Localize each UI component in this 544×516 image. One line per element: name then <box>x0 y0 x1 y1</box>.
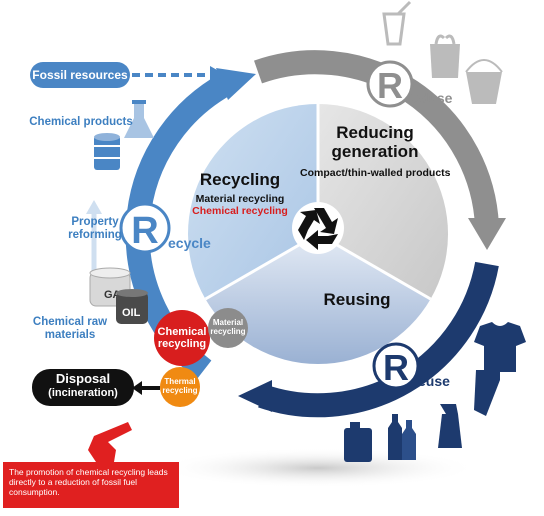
reuse-badge: R euse <box>372 342 450 390</box>
pants-icon <box>474 370 500 416</box>
bottles-icon <box>388 414 416 460</box>
disposal-box: Disposal (incineration) <box>32 369 134 406</box>
pointing-hand-icon <box>88 422 132 462</box>
floor-shadow <box>158 448 478 488</box>
svg-text:R: R <box>131 210 158 252</box>
recycling-sector <box>187 104 318 299</box>
recycling-text: Recycling Material recycling Chemical re… <box>192 170 288 217</box>
tshirt-icon <box>474 322 526 372</box>
svg-text:R: R <box>383 347 409 388</box>
fossil-resources-label: Fossil resources <box>30 62 130 88</box>
jerry-can-icon <box>344 422 372 462</box>
promotion-note: The promotion of chemical recycling lead… <box>3 462 179 508</box>
beaker-icon <box>124 100 154 138</box>
svg-text:OIL: OIL <box>122 307 141 319</box>
recycle-icon <box>292 202 344 254</box>
svg-text:ecycle: ecycle <box>168 235 211 251</box>
chemical-products-label: Chemical products <box>29 116 133 128</box>
reusing-text: Reusing <box>323 290 391 309</box>
recycle-arrowhead <box>216 68 256 100</box>
oil-tank-icon: OIL <box>116 289 148 324</box>
oil-drum-icon <box>94 133 120 170</box>
reuse-arrowhead <box>238 380 272 412</box>
spray-bottle-icon <box>438 404 462 448</box>
plastic-bag-icon <box>430 34 460 78</box>
bucket-icon <box>465 59 503 104</box>
svg-text:euse: euse <box>418 373 450 389</box>
chemical-raw-materials-label: Chemical raw materials <box>32 316 108 342</box>
reducing-sector <box>318 104 449 299</box>
reduse-badge: R eduse <box>366 60 453 108</box>
cup-icon <box>382 0 412 46</box>
svg-text:R: R <box>377 65 403 106</box>
recycle-badge: R ecycle <box>119 202 211 254</box>
property-reforming-label: Property reforming <box>68 216 122 242</box>
reduce-arrowhead <box>468 218 506 250</box>
reducing-text: Reducing generation Compact/thin-walled … <box>300 123 451 180</box>
svg-text:eduse: eduse <box>412 90 453 106</box>
